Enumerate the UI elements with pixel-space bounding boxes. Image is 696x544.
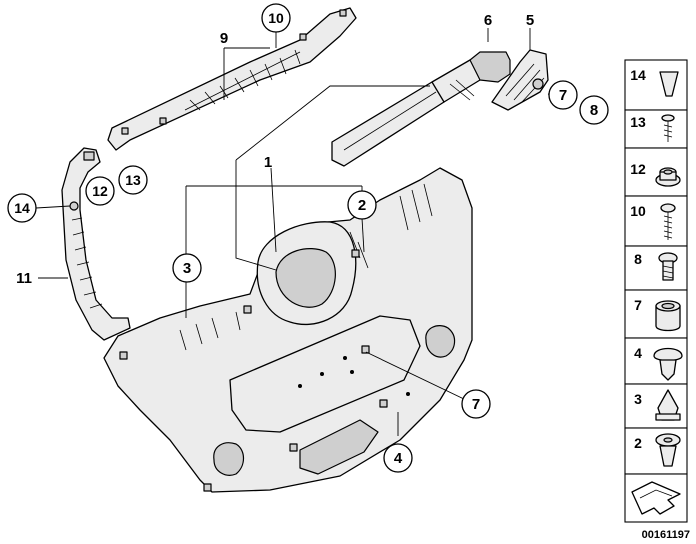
svg-text:9: 9: [220, 30, 228, 47]
trim-strip-part: [107, 7, 357, 151]
svg-text:3: 3: [183, 260, 191, 277]
callout-13: 13: [118, 165, 148, 195]
callout-10: 10: [261, 3, 291, 33]
legend-cell-8: 8: [624, 245, 688, 291]
callout-8: 8: [579, 95, 609, 125]
svg-text:2: 2: [634, 435, 642, 451]
svg-text:12: 12: [92, 183, 108, 199]
svg-text:13: 13: [630, 114, 646, 130]
legend-cell-13: 13: [624, 109, 688, 149]
callout-7-lower: 7: [461, 389, 491, 419]
callout-5: 5: [526, 12, 534, 29]
reference-number: 00161197: [642, 529, 690, 541]
legend-cell-12: 12: [624, 147, 688, 197]
bracket-part: [491, 49, 549, 111]
legend-cell-arrow: [624, 473, 688, 523]
callout-1: 1: [264, 154, 272, 171]
svg-text:13: 13: [125, 172, 141, 188]
svg-text:1: 1: [264, 154, 272, 171]
svg-text:10: 10: [630, 203, 646, 219]
svg-text:7: 7: [559, 87, 567, 104]
svg-text:10: 10: [268, 10, 284, 26]
svg-text:8: 8: [634, 251, 642, 267]
callout-11: 11: [16, 270, 32, 287]
svg-text:14: 14: [630, 67, 646, 83]
legend-cell-10: 10: [624, 195, 688, 247]
svg-text:4: 4: [394, 450, 403, 467]
svg-text:8: 8: [590, 102, 598, 119]
svg-text:4: 4: [634, 345, 642, 361]
callout-6: 6: [484, 12, 492, 29]
svg-text:12: 12: [630, 161, 646, 177]
svg-text:2: 2: [358, 197, 366, 214]
legend-cell-3: 3: [624, 383, 688, 429]
legend-cell-4: 4: [624, 337, 688, 385]
pillar-trim-part: [61, 147, 131, 341]
callout-12: 12: [85, 176, 115, 206]
tailgate-panel-part: [103, 167, 473, 493]
handle-part: [331, 51, 511, 167]
callout-3: 3: [172, 253, 202, 283]
leader-lines: [35, 28, 555, 436]
legend-cell-7: 7: [624, 289, 688, 339]
arrow-icon: [631, 481, 681, 515]
svg-text:11: 11: [16, 270, 32, 287]
svg-text:14: 14: [14, 200, 30, 216]
svg-text:3: 3: [634, 391, 642, 407]
callout-14: 14: [7, 193, 37, 223]
svg-text:6: 6: [484, 12, 492, 29]
parts-legend: 14 13 12 10 8: [624, 59, 688, 523]
callout-9: 9: [220, 30, 228, 47]
callout-2: 2: [347, 190, 377, 220]
legend-cell-2: 2: [624, 427, 688, 475]
callout-7-upper: 7: [548, 80, 578, 110]
callout-4: 4: [383, 443, 413, 473]
legend-cell-14: 14: [624, 59, 688, 111]
svg-text:7: 7: [634, 297, 642, 313]
svg-text:7: 7: [472, 396, 480, 413]
svg-text:5: 5: [526, 12, 534, 29]
